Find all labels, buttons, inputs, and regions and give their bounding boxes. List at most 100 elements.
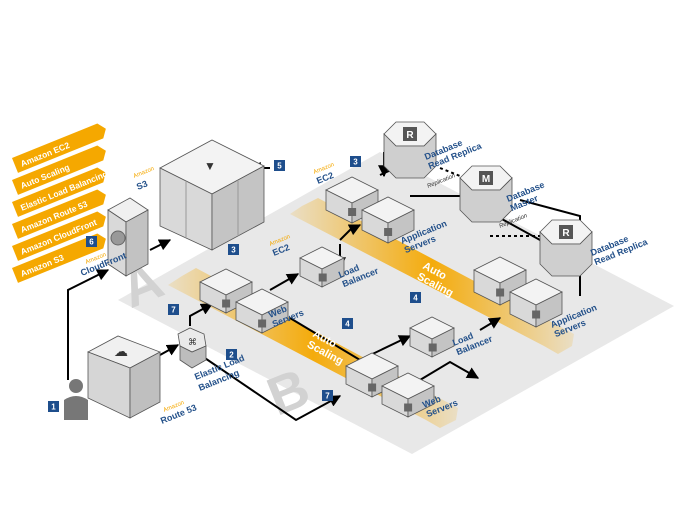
db-master-body <box>459 177 513 223</box>
s3-big: S3 <box>135 178 149 191</box>
auto-scaling-band-back <box>290 198 574 354</box>
route53-icon: ☁ <box>114 343 128 359</box>
server-boxes <box>199 176 563 418</box>
db-master-letter: M <box>482 174 490 185</box>
db-read-replica-2-letter: R <box>562 228 570 239</box>
step-badge-s7b: 7 <box>322 390 333 401</box>
web-server-b1 <box>345 352 399 398</box>
step-number: 2 <box>229 351 234 360</box>
app-server-b1-icon <box>496 288 505 297</box>
elb-body <box>179 345 207 369</box>
db-replica-label-2: DatabaseRead Replica <box>589 227 650 267</box>
web-b-to-lb-b-line <box>419 360 480 381</box>
db-read-replica-1: R <box>383 121 437 179</box>
step-number: 3 <box>353 158 358 167</box>
step-badges: 1 2 3 3 4 4 5 6 7 7 <box>48 156 421 412</box>
app-server-a1 <box>325 176 379 224</box>
elb-to-web-a-line <box>189 303 214 326</box>
step-badge-s5: 5 <box>274 160 285 171</box>
app-server-a2 <box>361 196 415 244</box>
user-icon <box>64 379 88 420</box>
user-to-cloudfront-line <box>67 269 110 380</box>
s3-small: Amazon <box>133 166 156 180</box>
web-server-a2-icon <box>258 319 267 328</box>
db-read-replica-2: R <box>539 219 593 277</box>
app-server-a1-icon <box>348 208 357 216</box>
db-read-replica-1-badge <box>403 127 417 141</box>
legend-ribbon <box>12 145 106 195</box>
step-badge-box <box>322 390 333 401</box>
web-server-a1 <box>199 268 253 314</box>
step-badge-box <box>226 349 237 360</box>
web-server-a2 <box>235 288 289 334</box>
app-server-b2-icon <box>532 310 541 319</box>
step-number: 3 <box>231 246 236 255</box>
step-badge-box <box>350 156 361 167</box>
step-badge-s1: 1 <box>48 401 59 412</box>
s3-node: ▼ <box>159 139 265 251</box>
app-server-a2-icon <box>384 228 393 236</box>
db-master: M <box>459 165 513 223</box>
step-number: 4 <box>345 320 350 329</box>
app-server-b2-right <box>535 291 563 328</box>
web-server-a1-icon <box>222 299 231 308</box>
load-balancer-a-icon <box>318 273 327 282</box>
cloudfront-icon <box>110 230 126 246</box>
step-number: 6 <box>89 238 94 247</box>
db-read-replica-1-body <box>383 133 437 179</box>
s3-icon: ▼ <box>204 159 216 173</box>
step-number: 1 <box>51 403 56 412</box>
database-nodes: R M R <box>383 121 593 277</box>
web-server-b1-icon <box>368 383 377 392</box>
step-badge-box <box>228 244 239 255</box>
step-number: 7 <box>171 306 176 315</box>
app-server-b1 <box>473 256 527 306</box>
step-number: 5 <box>277 162 282 171</box>
step-number: 4 <box>413 294 418 303</box>
legend-ribbon <box>12 211 106 261</box>
lb-a-to-app-line <box>339 224 362 241</box>
step-badge-box <box>342 318 353 329</box>
step-badge-s3a: 3 <box>228 244 239 255</box>
web-a-to-lb-line <box>269 273 300 291</box>
route53-right <box>129 351 161 419</box>
step-number: 7 <box>325 392 330 401</box>
elb-node: ⌘ <box>177 327 207 369</box>
step-badge-s4a: 4 <box>342 318 353 329</box>
step-badge-s6: 6 <box>86 236 97 247</box>
elb-to-web-b-line <box>195 351 342 422</box>
legend-ribbon <box>12 123 106 173</box>
elb-icon: ⌘ <box>188 337 197 347</box>
step-badge-s2: 2 <box>226 349 237 360</box>
route53-to-elb-line <box>159 344 180 356</box>
cloudfront-to-s3-line <box>149 239 172 251</box>
step-badge-box <box>410 292 421 303</box>
step-badge-s4b: 4 <box>410 292 421 303</box>
web-server-b2 <box>381 372 435 418</box>
legend-ribbon <box>12 233 106 283</box>
step-badge-s7a: 7 <box>168 304 179 315</box>
legend-ribbon <box>12 167 106 217</box>
cloudfront-node <box>107 197 149 277</box>
load-balancer-a <box>299 246 345 288</box>
app-server-a2-right <box>387 209 415 244</box>
db-master-badge <box>479 171 493 185</box>
load-balancer-b <box>409 316 455 358</box>
load-balancer-b-icon <box>428 343 437 352</box>
route53-node: ☁ <box>87 335 161 419</box>
cloudfront-right <box>125 209 149 277</box>
step-badge-box <box>86 236 97 247</box>
db-read-replica-2-body <box>539 231 593 277</box>
db-read-replica-1-letter: R <box>406 130 414 141</box>
step-badge-s3b: 3 <box>350 156 361 167</box>
app-server-b2 <box>509 278 563 328</box>
step-badge-box <box>274 160 285 171</box>
web-server-b2-icon <box>404 403 413 412</box>
legend-ribbon <box>12 189 106 239</box>
step-badge-box <box>48 401 59 412</box>
db-read-replica-2-badge <box>559 225 573 239</box>
step-badge-box <box>168 304 179 315</box>
lb-b-to-app-b-line <box>479 317 502 331</box>
